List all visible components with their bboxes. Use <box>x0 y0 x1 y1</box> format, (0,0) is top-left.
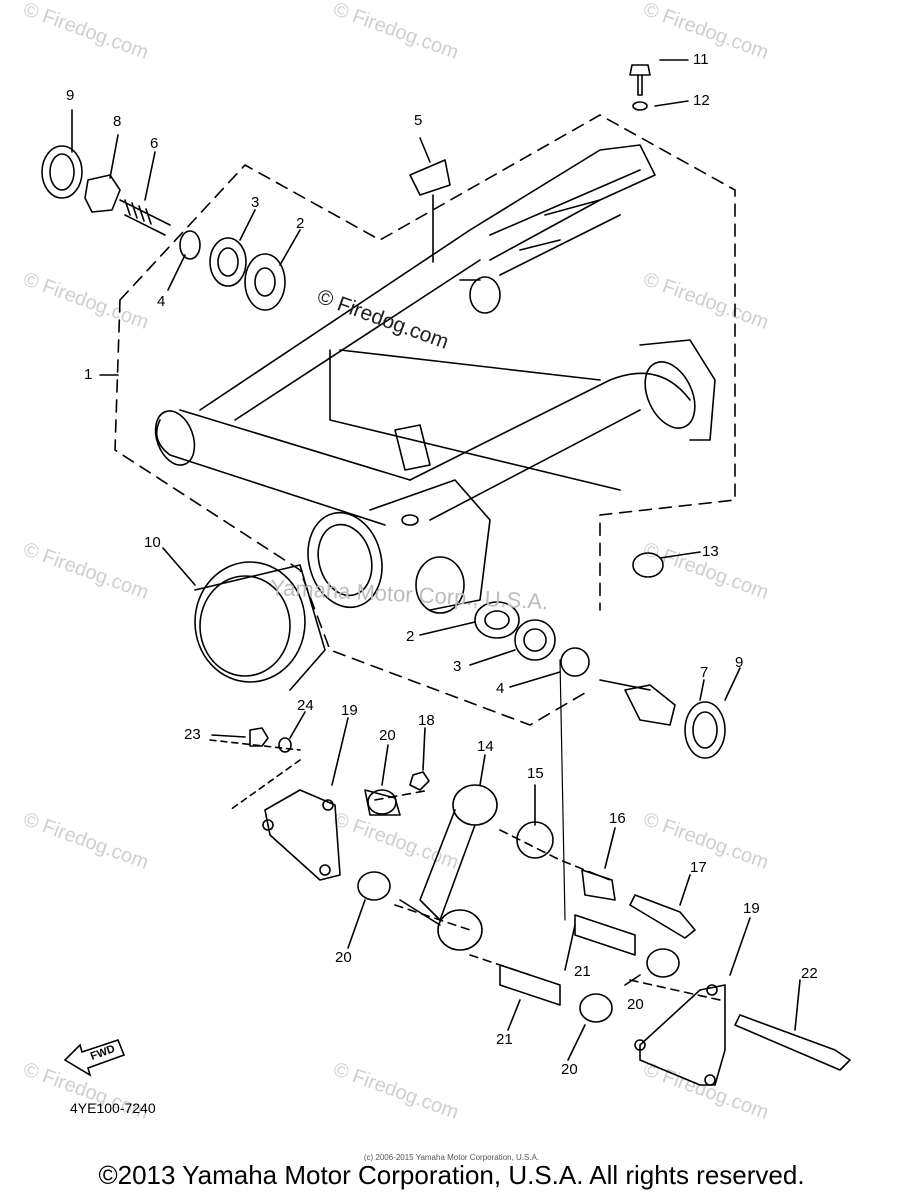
callout-14: 14 <box>477 738 494 755</box>
plug <box>632 552 664 578</box>
bolt <box>629 894 696 939</box>
small-copyright: (c) 2006-2015 Yamaha Motor Corporation, … <box>363 1153 540 1162</box>
bushing <box>357 871 391 901</box>
connecting-rod <box>399 784 498 951</box>
callout-21: 21 <box>574 963 591 980</box>
callout-23: 23 <box>184 726 201 743</box>
callout-7: 7 <box>700 664 709 681</box>
callout-20: 20 <box>335 949 352 966</box>
callout-15: 15 <box>527 765 544 782</box>
bushing <box>516 821 554 859</box>
assembly-boundary <box>119 114 736 611</box>
callout-16: 16 <box>609 810 626 827</box>
bearing <box>474 601 520 639</box>
bushing <box>646 948 680 978</box>
washer <box>278 737 292 753</box>
collar <box>560 647 590 677</box>
bushing <box>581 869 616 901</box>
nut <box>249 727 269 747</box>
pivot-bolt <box>624 684 676 726</box>
bushing <box>364 789 401 816</box>
callout-2: 2 <box>296 215 305 232</box>
damper <box>409 159 451 196</box>
callout-19: 19 <box>341 702 358 719</box>
callout-20: 20 <box>627 996 644 1013</box>
relay-arm <box>639 984 726 1086</box>
callout-19: 19 <box>743 900 760 917</box>
callout-22: 22 <box>801 965 818 982</box>
footer-copyright: ©2013 Yamaha Motor Corporation, U.S.A. A… <box>98 1160 805 1190</box>
callout-1: 1 <box>84 366 93 383</box>
callout-6: 6 <box>150 135 159 152</box>
callout-3: 3 <box>453 658 462 675</box>
cap <box>684 701 726 759</box>
oil-seal <box>209 237 247 287</box>
callout-13: 13 <box>702 543 719 560</box>
callout-9: 9 <box>66 87 75 104</box>
bolt <box>734 1014 851 1071</box>
assembly-boundary <box>114 299 591 726</box>
relay-arm <box>264 789 341 881</box>
locknut <box>84 174 121 213</box>
pivot-shaft <box>119 199 171 236</box>
callout-3: 3 <box>251 194 260 211</box>
callout-20: 20 <box>379 727 396 744</box>
bolt <box>629 64 651 96</box>
callout-24: 24 <box>297 697 314 714</box>
callout-8: 8 <box>113 113 122 130</box>
callout-12: 12 <box>693 92 710 109</box>
collar <box>179 230 201 260</box>
callout-9: 9 <box>735 654 744 671</box>
nut <box>409 771 430 791</box>
callout-20: 20 <box>561 1061 578 1078</box>
bearing <box>244 253 286 311</box>
callout-10: 10 <box>144 534 161 551</box>
swingarm-body <box>154 144 716 614</box>
washer <box>632 101 648 111</box>
callout-4: 4 <box>496 680 505 697</box>
callout-11: 11 <box>693 51 709 68</box>
collar <box>499 964 561 1006</box>
bushing <box>579 993 613 1023</box>
callout-18: 18 <box>418 712 435 729</box>
callout-21: 21 <box>496 1031 513 1048</box>
cap <box>41 145 83 199</box>
fwd-arrow-icon: FWD <box>63 1039 126 1077</box>
callout-4: 4 <box>157 293 166 310</box>
diagram-code: 4YE100-7240 <box>70 1100 156 1116</box>
callout-17: 17 <box>690 859 707 876</box>
collar <box>574 914 636 956</box>
callout-2: 2 <box>406 628 415 645</box>
callout-5: 5 <box>414 112 423 129</box>
ring-gear <box>194 561 326 691</box>
oil-seal <box>514 619 556 661</box>
